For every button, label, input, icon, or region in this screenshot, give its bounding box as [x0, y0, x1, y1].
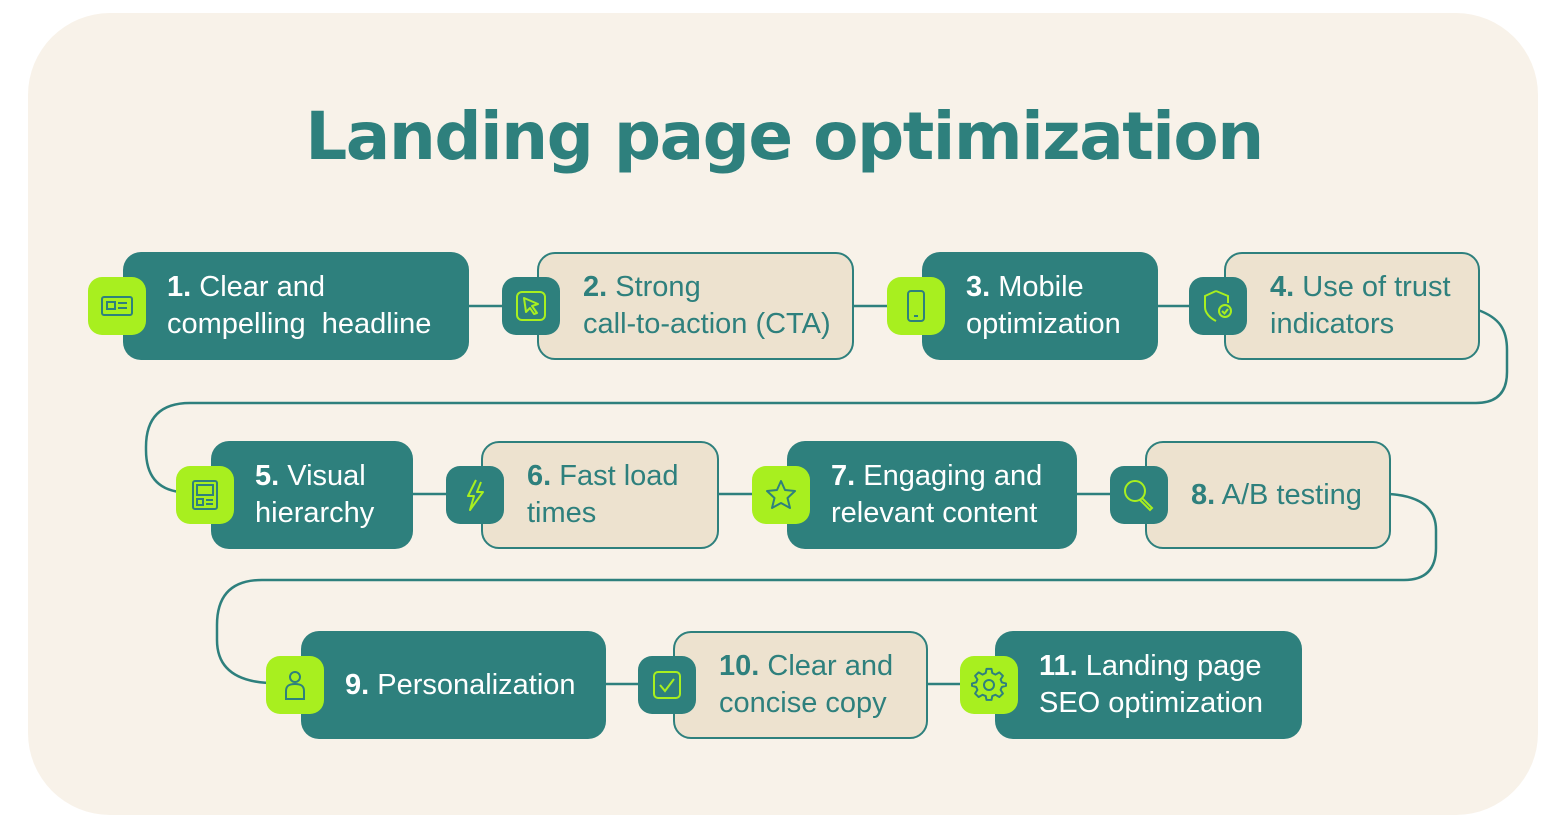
step-8-box: 8. A/B testing [1145, 441, 1391, 549]
shield-check-icon [1189, 277, 1247, 335]
page-title: Landing page optimization [305, 98, 1264, 175]
magnifier-icon [1110, 466, 1168, 524]
headline-card-icon [88, 277, 146, 335]
person-icon [266, 656, 324, 714]
step-9-box: 9. Personalization [301, 631, 606, 739]
smartphone-icon [887, 277, 945, 335]
step-9-text: 9. Personalization [345, 668, 576, 701]
lightning-icon [446, 466, 504, 524]
step-8-text: 8. A/B testing [1191, 478, 1362, 511]
checkbox-icon [638, 656, 696, 714]
star-icon [752, 466, 810, 524]
layout-icon [176, 466, 234, 524]
gear-icon [960, 656, 1018, 714]
cursor-click-icon [502, 277, 560, 335]
